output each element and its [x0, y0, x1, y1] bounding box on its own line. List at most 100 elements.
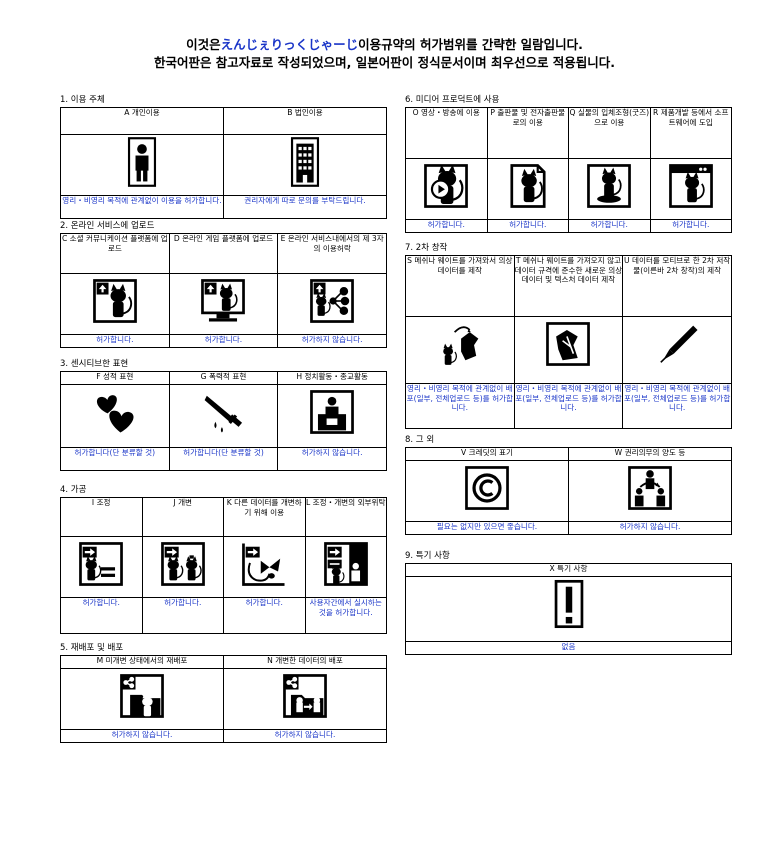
share-license-icon	[310, 279, 355, 323]
modify-icon	[160, 542, 205, 586]
header-text-post: 이용규약의 허가범위를 간략한 일람입니다.	[358, 37, 583, 52]
video-icon	[424, 164, 469, 208]
permission-label: G 폭력적 표현	[168, 371, 279, 385]
permission-result: 영리・비영리 목적에 관계없이 이용을 허가합니다.	[60, 195, 224, 219]
permission-result: 없음	[405, 641, 732, 655]
permission-icon-cell	[277, 384, 387, 448]
permission-label: E 온라인 서비스내에서의 제 3자의 이용허락	[277, 233, 387, 274]
figure-icon	[587, 164, 632, 208]
permission-icon-cell	[223, 134, 387, 196]
page-header: 이것은えんじぇりっくじゃーじ이용규약의 허가범위를 간략한 일람입니다. 한국어…	[0, 36, 769, 72]
adjust-icon	[79, 542, 124, 586]
other-data-icon	[242, 543, 285, 586]
permission-result: 허가하지 않습니다.	[277, 334, 387, 348]
section-title: 3. 센시티브한 표현	[60, 359, 129, 369]
permission-result: 영리・비영리 목적에 관계없이 배포(일부, 전체업로드 등)를 허가합니다.	[405, 383, 515, 429]
permission-icon-cell	[405, 316, 515, 384]
permission-label: N 개변한 데이터의 배포	[223, 655, 387, 669]
permission-label: I 조정	[60, 497, 143, 537]
permission-label: J 개변	[141, 497, 224, 537]
permission-result: 허가합니다.	[60, 334, 170, 348]
redistribute-icon	[120, 674, 164, 718]
section-title: 8. 그 외	[405, 435, 435, 445]
section-title: 2. 온라인 서비스에 업로드	[60, 221, 155, 231]
permission-label: M 미개변 상태에서의 재배포	[60, 655, 224, 669]
permission-label: W 권리의무의 양도 등	[568, 447, 732, 461]
permission-label: Q 실물의 입체조형(굿즈)으로 이용	[568, 107, 651, 159]
permission-result: 허가합니다(단 분류할 것)	[168, 447, 279, 471]
permission-result: 허가하지 않습니다.	[277, 447, 387, 471]
permission-icon-cell	[405, 460, 569, 522]
copyright-icon	[465, 466, 509, 510]
permission-result: 영리・비영리 목적에 관계없이 배포(일부, 전체업로드 등)를 허가합니다.	[622, 383, 732, 429]
permission-result: 허가하지 않습니다.	[60, 729, 224, 743]
new-clothing-icon	[546, 322, 591, 366]
permission-result: 허가합니다.	[141, 597, 224, 634]
permission-result: 허가합니다.	[168, 334, 279, 348]
permission-label: S 메쉬나 웨이트를 가져와서 의상 데이터를 제작	[405, 255, 515, 317]
permission-result: 허가하지 않습니다.	[568, 521, 732, 535]
clothing-mesh-icon	[443, 326, 479, 365]
section-title: 5. 재배포 및 배포	[60, 643, 124, 653]
outsource-icon	[323, 542, 368, 586]
transfer-icon	[628, 466, 672, 510]
section-title: 1. 이용 주체	[60, 95, 105, 105]
permission-label: A 개인이용	[60, 107, 224, 135]
permission-result: 허가하지 않습니다.	[223, 729, 387, 743]
header-product-name: えんじぇりっくじゃーじ	[220, 37, 359, 52]
permission-icon-cell	[60, 134, 224, 196]
permission-icon-cell	[223, 668, 387, 730]
permission-icon-cell	[649, 158, 732, 220]
section-title: 7. 2차 창작	[405, 243, 448, 253]
permission-icon-cell	[168, 273, 279, 335]
social-upload-icon	[92, 279, 137, 323]
podium-icon	[310, 390, 355, 434]
permission-icon-cell	[405, 158, 488, 220]
permission-label: X 특기 사항	[405, 563, 732, 577]
header-line-1: 이것은えんじぇりっくじゃーじ이용규약의 허가범위를 간략한 일람입니다.	[0, 36, 769, 54]
permission-label: T 메쉬나 웨이트를 가져오지 않고 데이터 규격에 준수한 새로운 의상 데이…	[513, 255, 624, 317]
building-icon	[290, 137, 320, 187]
permission-label: P 출판물 및 전자출판물로의 이용	[486, 107, 569, 159]
permission-result: 허가합니다.	[405, 219, 488, 233]
section-title: 9. 특기 사항	[405, 551, 450, 561]
permission-result: 허가합니다.	[486, 219, 569, 233]
permission-result: 허가합니다.	[568, 219, 651, 233]
permission-icon-cell	[60, 384, 170, 448]
permission-icon-cell	[60, 668, 224, 730]
permission-result: 허가합니다.	[60, 597, 143, 634]
permission-icon-cell	[277, 273, 387, 335]
permission-label: O 영상・방송에 이용	[405, 107, 488, 159]
permission-icon-cell	[304, 536, 387, 598]
permission-result: 허가합니다.	[649, 219, 732, 233]
permission-icon-cell	[60, 536, 143, 598]
knife-icon	[205, 395, 243, 433]
person-icon	[127, 137, 157, 187]
permission-result: 영리・비영리 목적에 관계없이 배포(일부, 전체업로드 등)를 허가합니다.	[513, 383, 624, 429]
permission-result: 허가합니다.	[223, 597, 306, 634]
section-title: 6. 미디어 프로덕트에 사용	[405, 95, 500, 105]
permission-result: 허가합니다(단 분류할 것)	[60, 447, 170, 471]
publication-icon	[510, 164, 546, 208]
permission-icon-cell	[141, 536, 224, 598]
permission-label: H 정치활동・종교활동	[277, 371, 387, 385]
pen-icon	[660, 325, 698, 363]
permission-label: B 법인이용	[223, 107, 387, 135]
section-title: 4. 가공	[60, 485, 87, 495]
permission-icon-cell	[168, 384, 279, 448]
permission-result: 권리자에게 따로 문의를 부탁드립니다.	[223, 195, 387, 219]
